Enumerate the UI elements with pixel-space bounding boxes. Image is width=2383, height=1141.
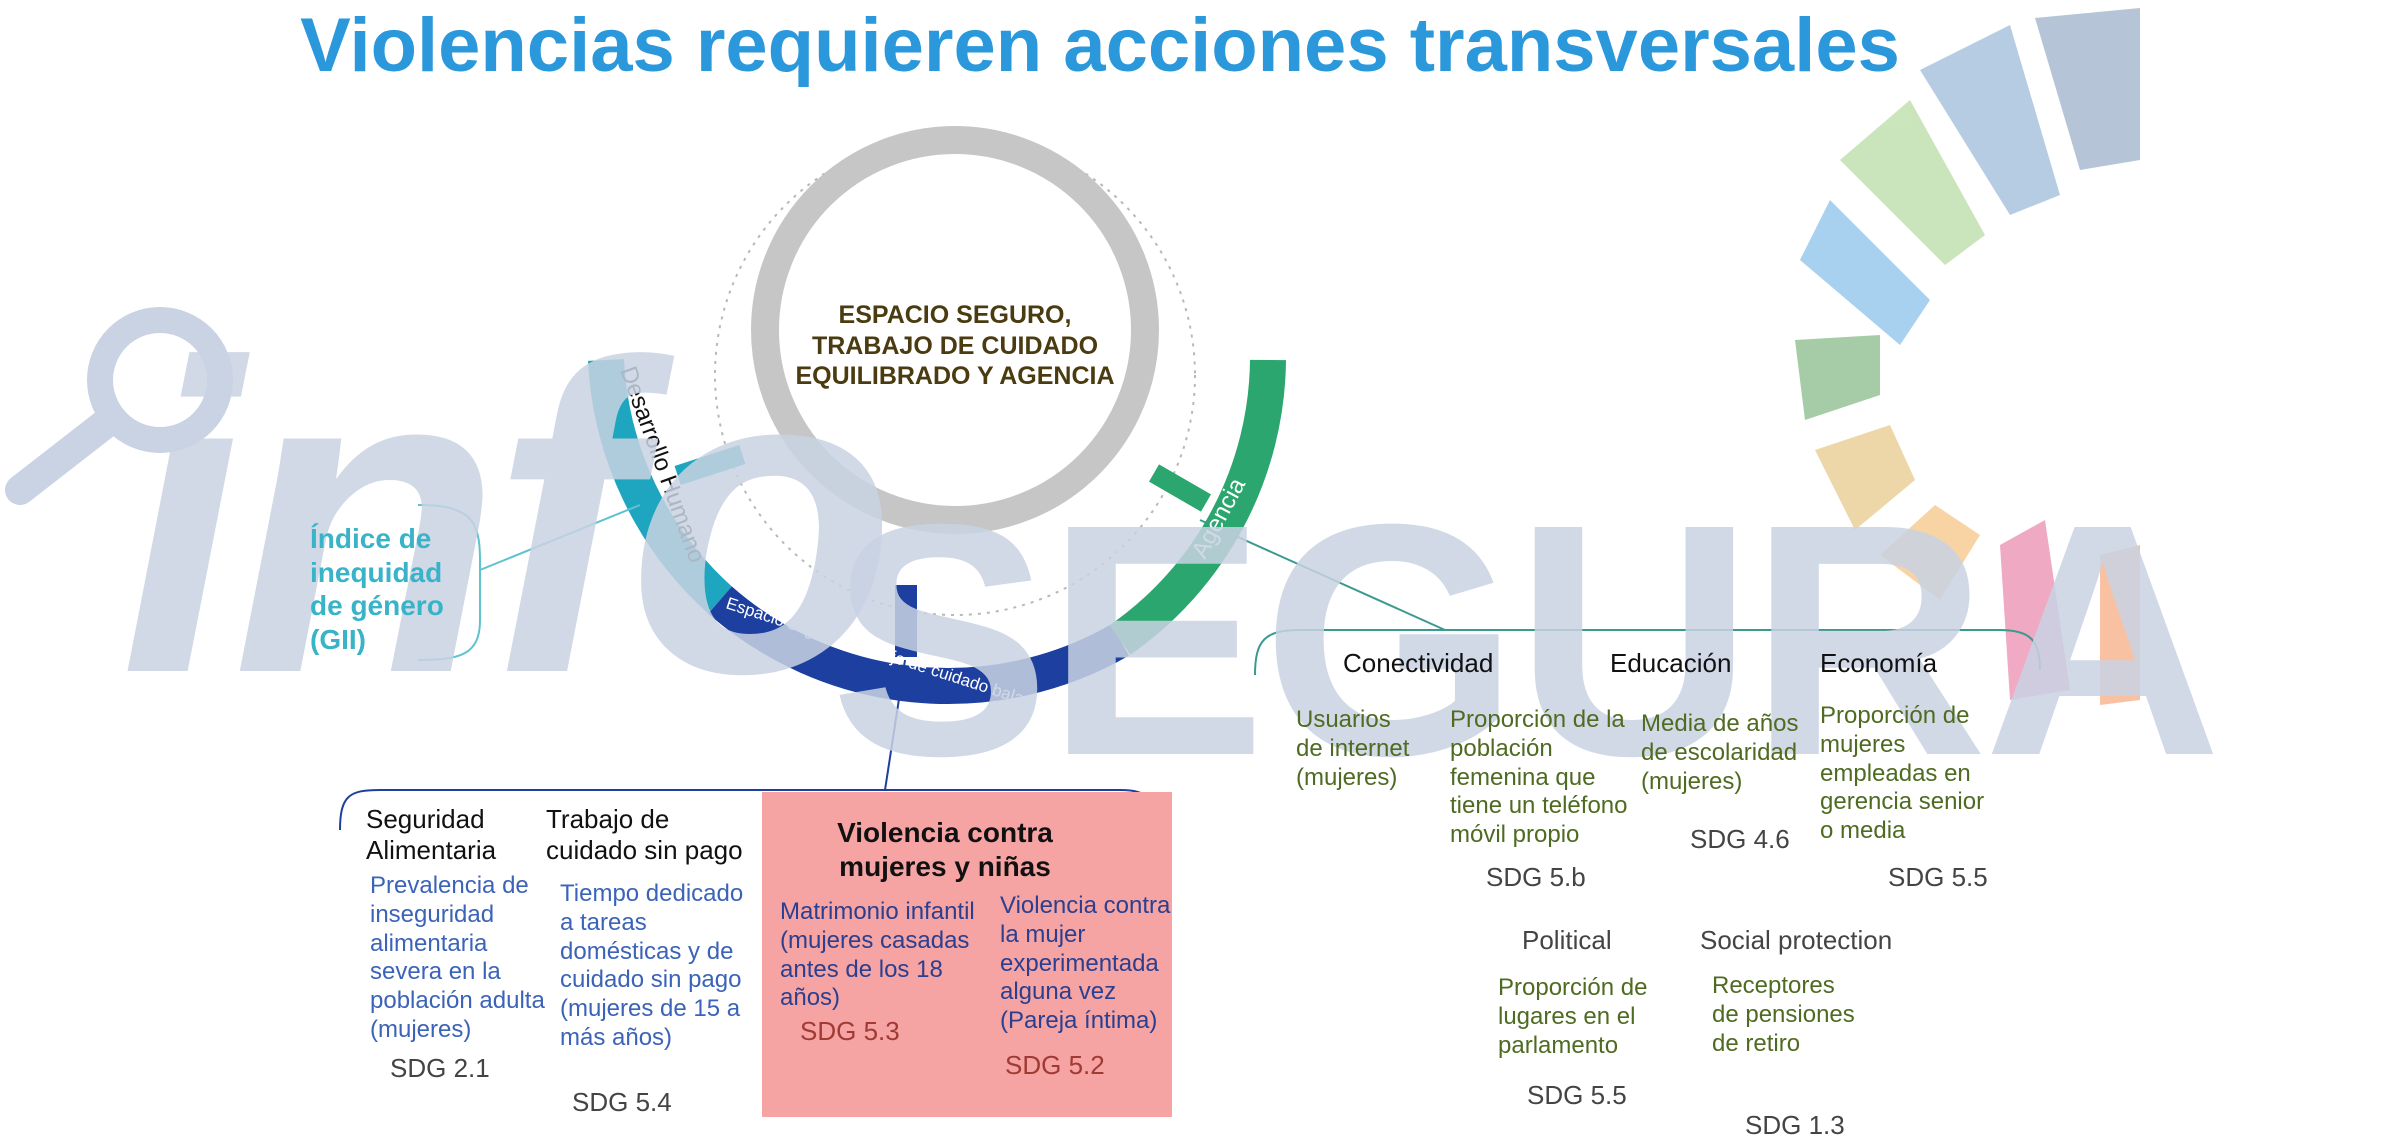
watermark-segura: SEGURA [830,455,2222,824]
gii-connector [479,504,641,571]
conectividad-ind-internet: Usuarios de internet (mujeres) [1296,706,1410,791]
marker-navy [895,585,917,657]
social-ind: Receptores de pensiones de retiro [1712,972,1855,1057]
center-ring [751,126,1159,534]
agencia-connector [1199,519,1446,631]
violencia-ind-pareja: Violencia contra la mujer experimentada … [1000,892,1171,1035]
gii-bracket [417,504,481,661]
educacion-sdg: SDG 4.6 [1690,824,1790,854]
political-heading: Political [1522,925,1612,955]
outer-dotted-ring [714,134,1196,616]
conectividad-heading: Conectividad [1343,648,1494,678]
trabajo-indicator: Tiempo dedicado a tareas domésticas y de… [560,880,744,1051]
violencia-box [762,792,1172,1117]
arc-desarrollo-humano [588,359,733,614]
violencia-sdg-5-3: SDG 5.3 [800,1016,900,1046]
magnifier-icon [5,307,233,505]
conectividad-sdg: SDG 5.b [1486,862,1586,892]
economia-sdg: SDG 5.5 [1888,862,1988,892]
violencia-heading: Violencia contra mujeres y niñas [837,817,1053,882]
violencia-sdg-5-2: SDG 5.2 [1005,1050,1105,1080]
watermark-info: info [120,274,896,765]
educacion-ind: Media de años de escolaridad (mujeres) [1641,710,1799,795]
page-title: Violencias requieren acciones transversa… [300,3,1900,88]
marker-green [1149,464,1211,512]
marker-teal [674,444,746,486]
seguridad-heading: Seguridad Alimentaria [366,804,497,866]
agencia-bracket [1254,629,2041,676]
center-label: ESPACIO SEGURO, TRABAJO DE CUIDADO EQUIL… [795,301,1115,390]
economia-ind: Proporción de mujeres empleadas en geren… [1820,702,1985,845]
seguridad-sdg: SDG 2.1 [390,1053,490,1083]
conectividad-ind-movil: Proporción de la población femenina que … [1450,706,1628,849]
trabajo-sdg: SDG 5.4 [572,1087,672,1117]
economia-heading: Economía [1820,648,1938,678]
violencia-ind-matrimonio: Matrimonio infantil (mujeres casadas ant… [780,898,975,1012]
educacion-heading: Educación [1610,648,1732,678]
political-sdg: SDG 5.5 [1527,1080,1627,1110]
bottom-connector [884,659,906,791]
social-heading: Social protection [1700,925,1893,955]
social-sdg: SDG 1.3 [1745,1110,1845,1140]
gii-label: Índice de inequidad de género (GII) [310,523,444,655]
political-ind: Proporción de lugares en el parlamento [1498,974,1648,1059]
trabajo-heading: Trabajo de cuidado sin pago [546,804,743,866]
seguridad-indicator: Prevalencia de inseguridad alimentaria s… [370,872,545,1043]
sdg-wheel-decoration [1795,8,2140,705]
arc-agencia [1109,359,1286,655]
arc-espacio-seguro [708,586,1129,704]
